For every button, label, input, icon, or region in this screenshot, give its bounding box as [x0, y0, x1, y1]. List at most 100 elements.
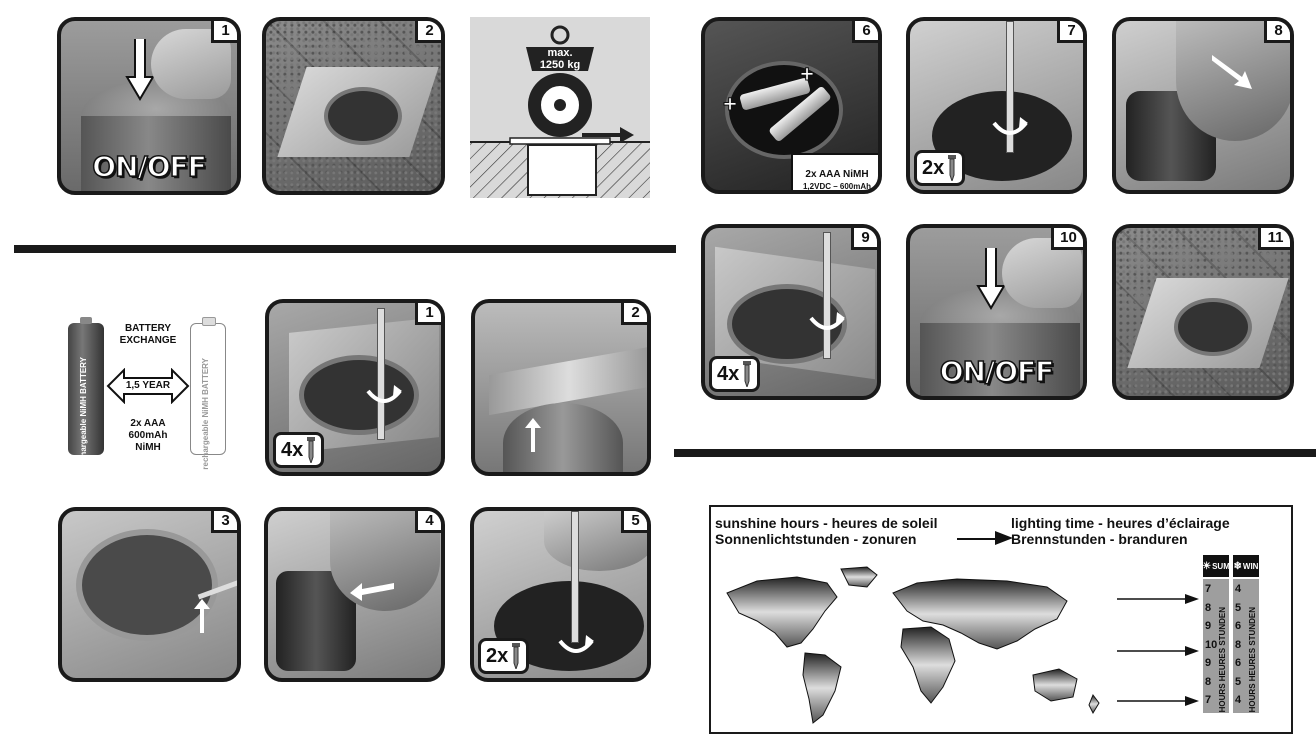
on-off-label: ON/OFF [91, 149, 207, 184]
hour-value: 8 [1205, 601, 1212, 614]
step-number: 2 [415, 21, 441, 43]
solar-panel [76, 529, 218, 641]
arrow-right-icon [1117, 594, 1199, 604]
arrow-right-icon [1117, 646, 1199, 656]
load-capacity-diagram: max. 1250 kg [470, 17, 650, 198]
battery-compartment [725, 61, 843, 159]
exchange-step-11: 11 [1112, 224, 1294, 400]
new-battery-text: rechargeable NiMH BATTERY [201, 358, 210, 470]
winter-hours-label: HOURS HEURES STUNDEN [1248, 607, 1257, 713]
step-number: 2 [621, 303, 647, 325]
sun-icon: ☀ [1202, 560, 1212, 572]
rotate-arrow-icon [558, 635, 594, 653]
rotate-arrow-icon [992, 117, 1028, 135]
step-number: 10 [1051, 228, 1083, 250]
up-arrow-icon [525, 418, 541, 452]
arrow-right-icon [1117, 696, 1199, 706]
screw-count-badge: 4x [273, 432, 325, 468]
hour-value: 6 [1235, 620, 1242, 632]
step-number: 5 [621, 511, 647, 533]
rotate-arrow-icon [809, 312, 845, 330]
battery-swap-label: 2x AAA NiMH 1,2VDC – 600mAh [791, 153, 878, 190]
press-arrow-icon [976, 248, 1006, 310]
screwdriver [571, 511, 579, 643]
on-off-label: ON/OFF [939, 354, 1055, 389]
solar-panel [1174, 298, 1252, 356]
exchange-step-4: 4 [264, 507, 445, 682]
section-divider-left [14, 245, 676, 253]
plus-sign: + [722, 91, 738, 119]
hour-value: 10 [1205, 638, 1218, 651]
exchange-step-2: 2 [471, 299, 651, 476]
solar-panel [324, 87, 402, 145]
hour-value: 6 [1235, 657, 1242, 669]
summer-column [1203, 579, 1229, 713]
exchange-interval: 1,5 YEAR [125, 380, 171, 391]
exchange-step-1: 4x 1 [265, 299, 445, 476]
lamp-body [920, 323, 1080, 396]
exchange-step-5: 2x 5 [470, 507, 651, 682]
new-battery: rechargeable NiMH BATTERY [190, 317, 226, 470]
hour-value: 5 [1235, 675, 1242, 688]
double-arrow-icon [106, 368, 190, 404]
weight-label-line2: 1250 kg [539, 59, 581, 71]
hour-value: 9 [1205, 620, 1212, 632]
sunshine-map-panel: sunshine hours - heures de soleil Sonnen… [709, 505, 1293, 734]
up-arrow-icon [194, 599, 210, 633]
step-number: 8 [1264, 21, 1290, 43]
rotate-arrow-icon [366, 385, 402, 403]
world-map [726, 566, 1100, 724]
battery-spec: 2x AAA 600mAh NiMH [128, 418, 168, 453]
step-number: 9 [851, 228, 877, 250]
arrow-right-icon [957, 531, 1013, 545]
step-number: 6 [852, 21, 878, 43]
hour-value: 7 [1205, 583, 1212, 595]
screw-icon [307, 437, 316, 463]
exchange-step-6: + + 2x AAA NiMH 1,2VDC – 600mAh 6 [701, 17, 882, 194]
hour-value: 9 [1205, 657, 1212, 669]
sunshine-hours-title: sunshine hours - heures de soleil Sonnen… [715, 515, 938, 547]
exchange-step-8: 8 [1112, 17, 1294, 194]
hour-value: 4 [1235, 694, 1242, 706]
lighting-time-title: lighting time - heures d’éclairage Brenn… [1011, 515, 1230, 547]
section-divider-right [674, 449, 1316, 457]
press-arrow-icon [125, 39, 155, 101]
exchange-step-9: 4x 9 [701, 224, 881, 400]
step-number: 7 [1057, 21, 1083, 43]
hour-value: 4 [1235, 583, 1242, 595]
left-arrow-icon [350, 583, 394, 601]
screw-count-badge: 4x [709, 356, 761, 392]
winter-header: ❄ WIN [1233, 555, 1259, 577]
step-number: 1 [211, 21, 237, 43]
hour-value: 8 [1205, 675, 1212, 688]
winter-column [1233, 579, 1259, 713]
diagonal-arrow-icon [1212, 55, 1252, 89]
summer-hours-label: HOURS HEURES STUNDEN [1218, 607, 1227, 713]
step-number: 11 [1258, 228, 1290, 250]
plus-sign: + [799, 61, 815, 89]
screw-icon [512, 643, 521, 669]
step-number: 3 [211, 511, 237, 533]
snowflake-icon: ❄ [1233, 560, 1242, 572]
lamp-body [503, 403, 623, 472]
screwdriver [377, 308, 385, 440]
screw-count-badge: 2x [914, 150, 966, 186]
screwdriver [823, 232, 831, 359]
lamp-body [81, 116, 231, 191]
exchange-step-3: 3 [58, 507, 241, 682]
step-number: 4 [415, 511, 441, 533]
battery-exchange-title: BATTERY EXCHANGE [119, 323, 177, 346]
hour-value: 7 [1205, 694, 1212, 706]
hour-value: 8 [1235, 638, 1242, 651]
battery-exchange-diagram: rechargeable NiMH BATTERY rechargeable N… [62, 315, 242, 470]
step-number: 1 [415, 303, 441, 325]
screw-icon [743, 361, 752, 387]
summer-header: ☀ SUM [1202, 555, 1230, 577]
exchange-step-7: 2x 7 [906, 17, 1087, 194]
old-battery: rechargeable NiMH BATTERY [68, 317, 104, 469]
exchange-step-10: ON/OFF 10 [906, 224, 1087, 400]
screwdriver [1006, 21, 1014, 153]
hour-value: 5 [1235, 601, 1242, 614]
weight-label-line1: max. [547, 47, 573, 59]
old-battery-text: rechargeable NiMH BATTERY [79, 357, 88, 469]
